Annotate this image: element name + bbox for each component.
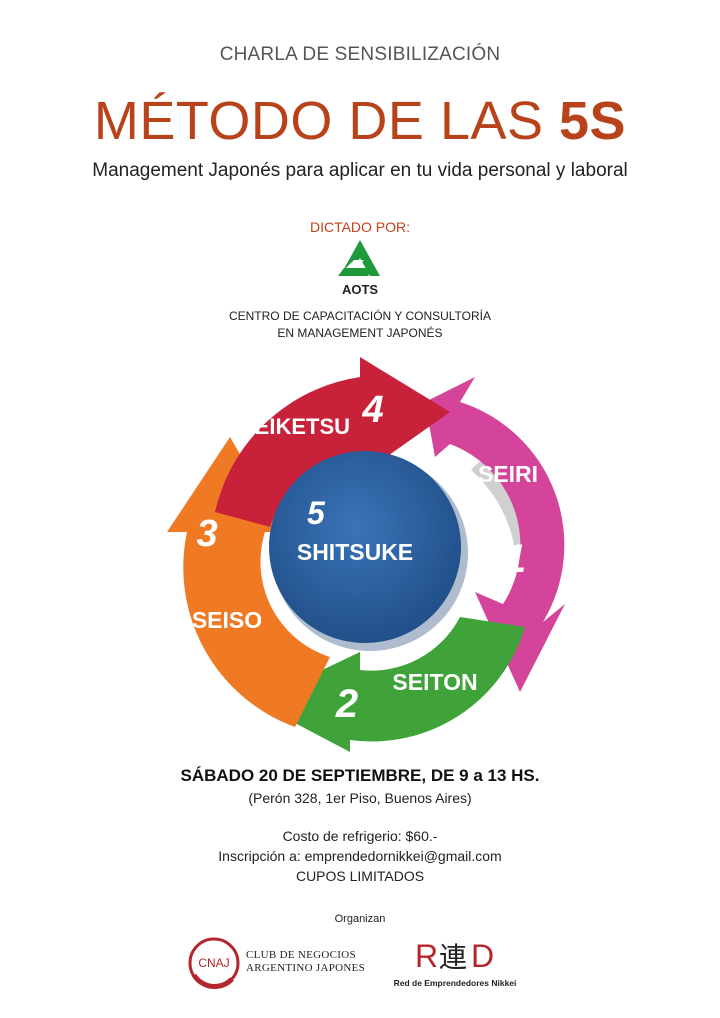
presenter-name-line2: EN MANAGEMENT JAPONÉS — [277, 326, 443, 340]
red-mark-left: R — [415, 938, 438, 973]
presenter-label: DICTADO POR: — [309, 219, 411, 235]
red-name: Red de Emprendedores Nikkei — [393, 978, 517, 988]
step-label-seiso: SEISO — [192, 607, 262, 633]
event-limited: CUPOS LIMITADOS — [295, 868, 425, 884]
step-label-seiton: SEITON — [392, 669, 477, 695]
step-number-2: 2 — [335, 682, 358, 726]
seiso-arrow — [167, 437, 330, 727]
aots-logo: AOTS — [338, 240, 380, 297]
presenter-name-line1: CENTRO DE CAPACITACIÓN Y CONSULTORÍA — [228, 309, 492, 323]
seiketsu-arrow — [215, 357, 450, 527]
step-label-seiketsu: SEIKETSU — [240, 414, 350, 439]
cnaj-name: CLUB DE NEGOCIOS ARGENTINO JAPONES — [246, 949, 365, 975]
cnaj-name-line1: CLUB DE NEGOCIOS — [246, 949, 356, 961]
center-number: 5 — [307, 495, 326, 531]
event-type: CHARLA DE SENSIBILIZACIÓN — [219, 44, 501, 65]
cnaj-logo-block: CNAJ CLUB DE NEGOCIOS ARGENTINO JAPONES — [186, 935, 366, 991]
aots-logo-text: AOTS — [342, 282, 378, 297]
title-text: MÉTODO DE LAS — [93, 91, 560, 151]
cnaj-name-line2: ARGENTINO JAPONES — [246, 962, 366, 974]
organizers-label: Organizan — [334, 913, 386, 925]
five-s-cycle-diagram: 5 SHITSUKE SEIRI 1 SEITON 2 SEISO 3 SEIK… — [167, 357, 565, 752]
red-mark-kanji: 連 — [439, 942, 467, 973]
step-number-3: 3 — [196, 513, 217, 555]
step-label-seiri: SEIRI — [478, 461, 538, 487]
event-address: (Perón 328, 1er Piso, Buenos Aires) — [248, 790, 472, 806]
event-registration: Inscripción a: emprendedornikkei@gmail.c… — [218, 848, 502, 864]
red-logo: R 連 D — [415, 938, 494, 973]
red-mark-right: D — [471, 938, 494, 973]
step-number-1: 1 — [504, 537, 526, 581]
shitsuke-circle — [269, 451, 461, 643]
event-info: Costo de refrigerio: $60.- Inscripción a… — [0, 826, 720, 886]
page-title: MÉTODO DE LAS 5S — [0, 90, 720, 152]
cnaj-badge-text: CNAJ — [198, 956, 229, 970]
title-number: 5S — [559, 91, 627, 151]
seiri-arrow — [425, 377, 565, 692]
cnaj-logo: CNAJ — [188, 937, 240, 990]
red-logo-block: R 連 D Red de Emprendedores Nikkei — [385, 937, 525, 993]
step-number-4: 4 — [361, 389, 383, 431]
event-cost: Costo de refrigerio: $60.- — [282, 828, 438, 844]
seiton-arrow — [255, 617, 525, 752]
event-date: SÁBADO 20 DE SEPTIEMBRE, DE 9 a 13 HS. — [180, 766, 540, 785]
center-label: SHITSUKE — [297, 539, 413, 565]
tagline: Management Japonés para aplicar en tu vi… — [92, 160, 628, 181]
presenter-name: CENTRO DE CAPACITACIÓN Y CONSULTORÍA EN … — [0, 308, 720, 342]
